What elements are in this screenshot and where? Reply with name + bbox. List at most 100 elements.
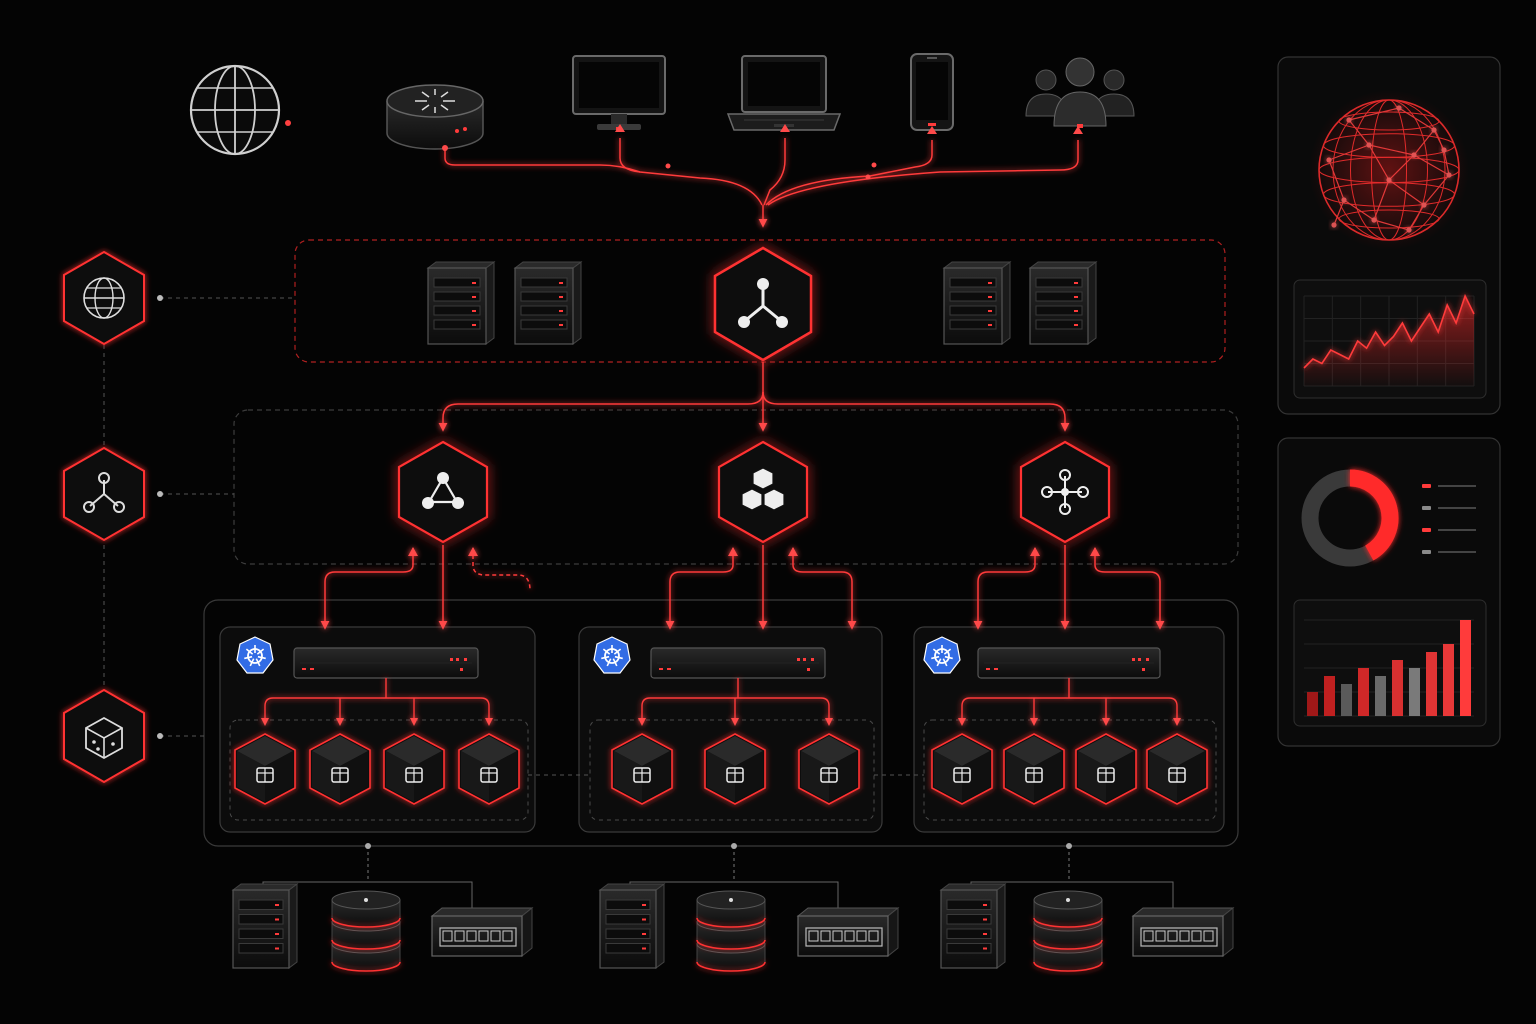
bar [1341,684,1352,716]
service-to-cluster-links [320,545,1165,630]
pod-cube-icon [611,733,673,805]
pod-cube-icon [383,733,445,805]
bar [1426,652,1437,716]
bar [1392,660,1403,716]
bar-chart-icon [1304,619,1474,717]
legend-line [1438,507,1476,509]
bar [1358,668,1369,716]
service-right-link [1094,548,1165,630]
globe-icon [189,64,281,156]
legend-dot [157,733,163,739]
server-tower-icon [513,261,583,345]
share-hub-hexagon-icon [713,246,813,362]
donut-legend [1422,484,1476,554]
laptop-icon [726,55,842,131]
rack-switch-icon [977,647,1161,679]
load-balancer-servers [426,261,1098,345]
legend-swatch [1422,528,1431,532]
pod-group-3 [923,719,1217,821]
bar [1409,668,1420,716]
layer-legend [63,250,295,784]
legend-swatch [1422,550,1431,554]
legend-swatch [1422,484,1431,488]
service-left-link [320,548,414,630]
network-switch-icon [796,906,900,958]
legend-line [1438,485,1476,487]
switch-to-pods-links [261,678,493,726]
bar [1324,676,1335,716]
server-tower-icon [942,261,1012,345]
kubernetes-helm-icon [923,636,961,674]
users-group-icon [1025,57,1135,128]
storage-group-1 [231,843,534,972]
link-arrow [1090,547,1100,556]
pod-cube-icon [1075,733,1137,805]
legend-swatch [1422,506,1431,510]
donut-chart-icon [1301,469,1399,567]
smartphone-icon [910,53,954,131]
database-cylinder-icon [1033,890,1103,972]
network-switch-icon [1131,906,1235,958]
server-tower-icon [231,883,299,969]
link-arrow [788,547,798,556]
bar [1443,644,1454,716]
server-tower-icon [939,883,1007,969]
lb-to-services-links [438,362,1070,432]
switch-to-pods-links [958,678,1181,726]
server-tower-icon [1028,261,1098,345]
pod-cube-icon [931,733,993,805]
link-dot [285,120,291,126]
monitoring-panel-top [1277,56,1501,415]
storage-group-3 [939,843,1235,972]
pod-cube-icon [309,733,371,805]
pod-cube-icon [704,733,766,805]
clusters-zone [203,599,1239,847]
link-arrow [728,547,738,556]
database-cylinder-icon [696,890,766,972]
legend-dot [157,295,163,301]
network-switch-icon [430,906,534,958]
cluster-3 [923,636,1208,805]
pod-cube-icon [458,733,520,805]
triangle-network-hexagon-icon [397,440,489,544]
pod-cube-icon [1003,733,1065,805]
clusters [234,636,1208,805]
line-chart-icon [1303,293,1475,387]
storage-group-2 [598,843,900,972]
pod-cube-icon [798,733,860,805]
load-balancer-zone [294,239,1226,363]
rack-switch-icon [293,647,479,679]
legend-line [1438,551,1476,553]
cube-hexagon-icon [63,688,145,784]
service-left-link [973,548,1036,630]
mesh-network-hexagon-icon [1019,440,1111,544]
bar [1307,692,1318,716]
router-icon [386,84,484,150]
server-tower-icon [426,261,496,345]
client-link-arrows [442,124,1083,180]
pod-group-1 [229,719,529,821]
cluster-1 [234,636,520,805]
service-right-link [792,548,857,630]
globe-hexagon-icon [63,250,145,346]
link-arrow [1030,547,1040,556]
bar [1460,620,1471,716]
kubernetes-helm-icon [236,636,274,674]
wireframe-globe-icon [1309,90,1469,250]
share-hexagon-icon [63,446,145,542]
pod-cube-icon [1146,733,1208,805]
kubernetes-helm-icon [593,636,631,674]
link-arrow [468,547,478,556]
database-cylinder-icon [331,890,401,972]
storage-row [231,843,1235,972]
link-arrow [408,547,418,556]
services-zone [233,409,1239,565]
pod-group-2 [589,719,875,821]
cluster-2 [593,636,860,805]
monitoring-panel-bottom [1277,437,1501,747]
pod-cube-icon [234,733,296,805]
rack-switch-icon [650,647,826,679]
service-left-link [665,548,734,630]
legend-dot [157,491,163,497]
